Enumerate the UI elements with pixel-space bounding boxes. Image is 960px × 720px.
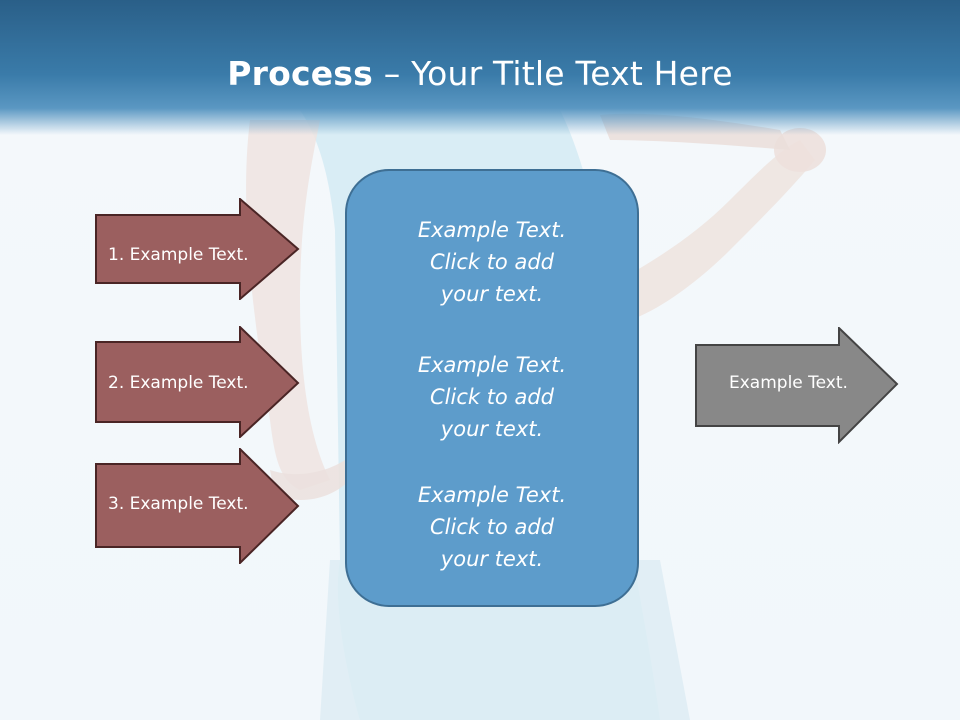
text-block-2-line-1: Example Text. (417, 353, 567, 377)
left-arrow-1[interactable]: 1. Example Text. (95, 198, 300, 300)
text-block-1-line-2: Click to add (429, 250, 554, 274)
text-block-3-line-2: Click to add (429, 515, 554, 539)
right-arrow-label: Example Text. (729, 373, 848, 393)
right-arrow[interactable]: Example Text. (695, 327, 900, 444)
right-arrow-shape (695, 327, 899, 444)
left-arrow-2-label: 2. Example Text. (108, 373, 249, 393)
left-arrow-2[interactable]: 2. Example Text. (95, 326, 300, 438)
text-block-2-line-3: your text. (440, 417, 544, 441)
center-text-box[interactable]: Example Text. Click to add your text. Ex… (345, 169, 639, 607)
left-arrow-3-label: 3. Example Text. (108, 494, 249, 514)
text-block-3-line-1: Example Text. (417, 483, 567, 507)
text-block-2-line-2: Click to add (429, 385, 554, 409)
text-block-1: Example Text. Click to add your text. (347, 214, 637, 310)
left-arrow-2-shape (95, 326, 300, 438)
text-block-1-line-1: Example Text. (417, 218, 567, 242)
title-bold: Process (227, 54, 373, 93)
text-block-2: Example Text. Click to add your text. (347, 349, 637, 445)
title-dash: – (373, 54, 412, 93)
left-arrow-3[interactable]: 3. Example Text. (95, 448, 300, 564)
text-block-3: Example Text. Click to add your text. (347, 479, 637, 575)
title-rest: Your Title Text Here (411, 54, 733, 93)
text-block-1-line-3: your text. (440, 282, 544, 306)
slide-title[interactable]: Process – Your Title Text Here (0, 54, 960, 93)
text-block-3-line-3: your text. (440, 547, 544, 571)
left-arrow-3-shape (95, 448, 300, 564)
header-bar (0, 0, 960, 135)
left-arrow-1-shape (95, 198, 300, 300)
left-arrow-1-label: 1. Example Text. (108, 245, 249, 265)
